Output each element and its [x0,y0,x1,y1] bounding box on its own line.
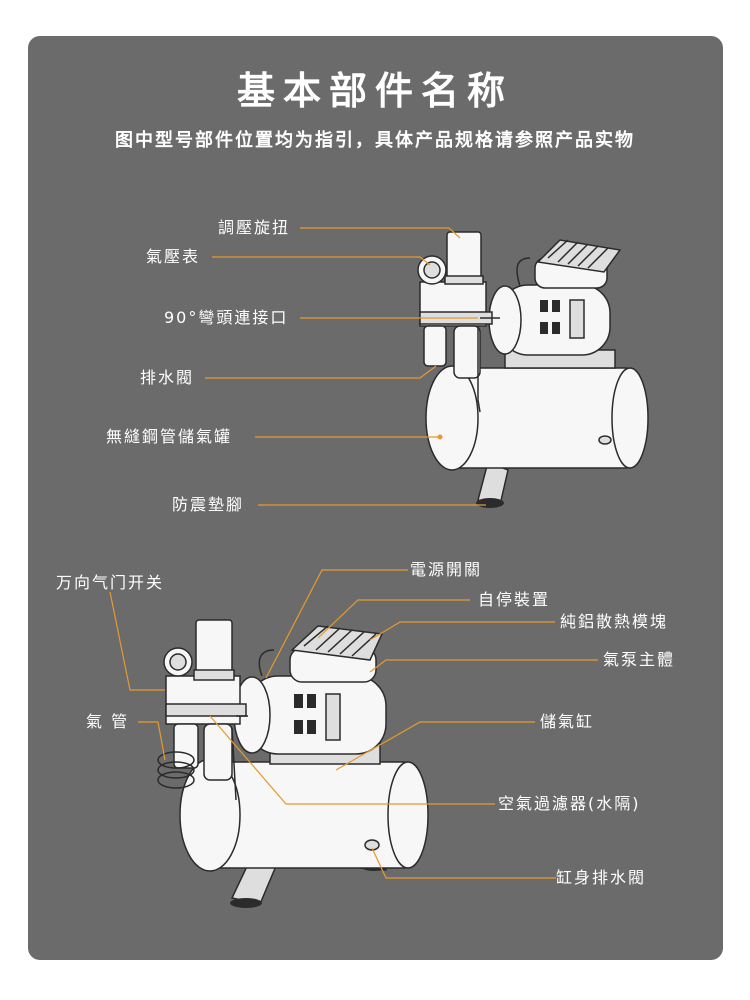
label-air-tank: 無縫鋼管儲氣罐 [106,427,232,447]
compressor-top-illustration [418,232,648,508]
label-shock-pads: 防震墊腳 [172,495,244,515]
label-pressure-gauge: 氣壓表 [146,247,200,267]
label-air-filter: 空氣過濾器(水隔) [498,794,641,814]
label-heat-sink: 純鋁散熱模塊 [560,612,668,632]
label-universal-switch: 万向气门开关 [56,573,164,593]
label-elbow-connector: 90°彎頭連接口 [164,308,288,328]
label-power-switch: 電源開關 [410,560,482,580]
label-drain-valve: 排水閥 [140,368,194,388]
label-air-hose: 氣 管 [86,712,129,732]
label-pump-body: 氣泵主體 [603,650,675,670]
label-tank-drain: 缸身排水閥 [556,868,646,888]
label-regulator-knob: 調壓旋扭 [218,218,290,238]
label-auto-stop: 自停裝置 [478,590,550,610]
compressor-bottom-illustration [158,620,428,908]
label-air-reservoir: 儲氣缸 [540,712,594,732]
